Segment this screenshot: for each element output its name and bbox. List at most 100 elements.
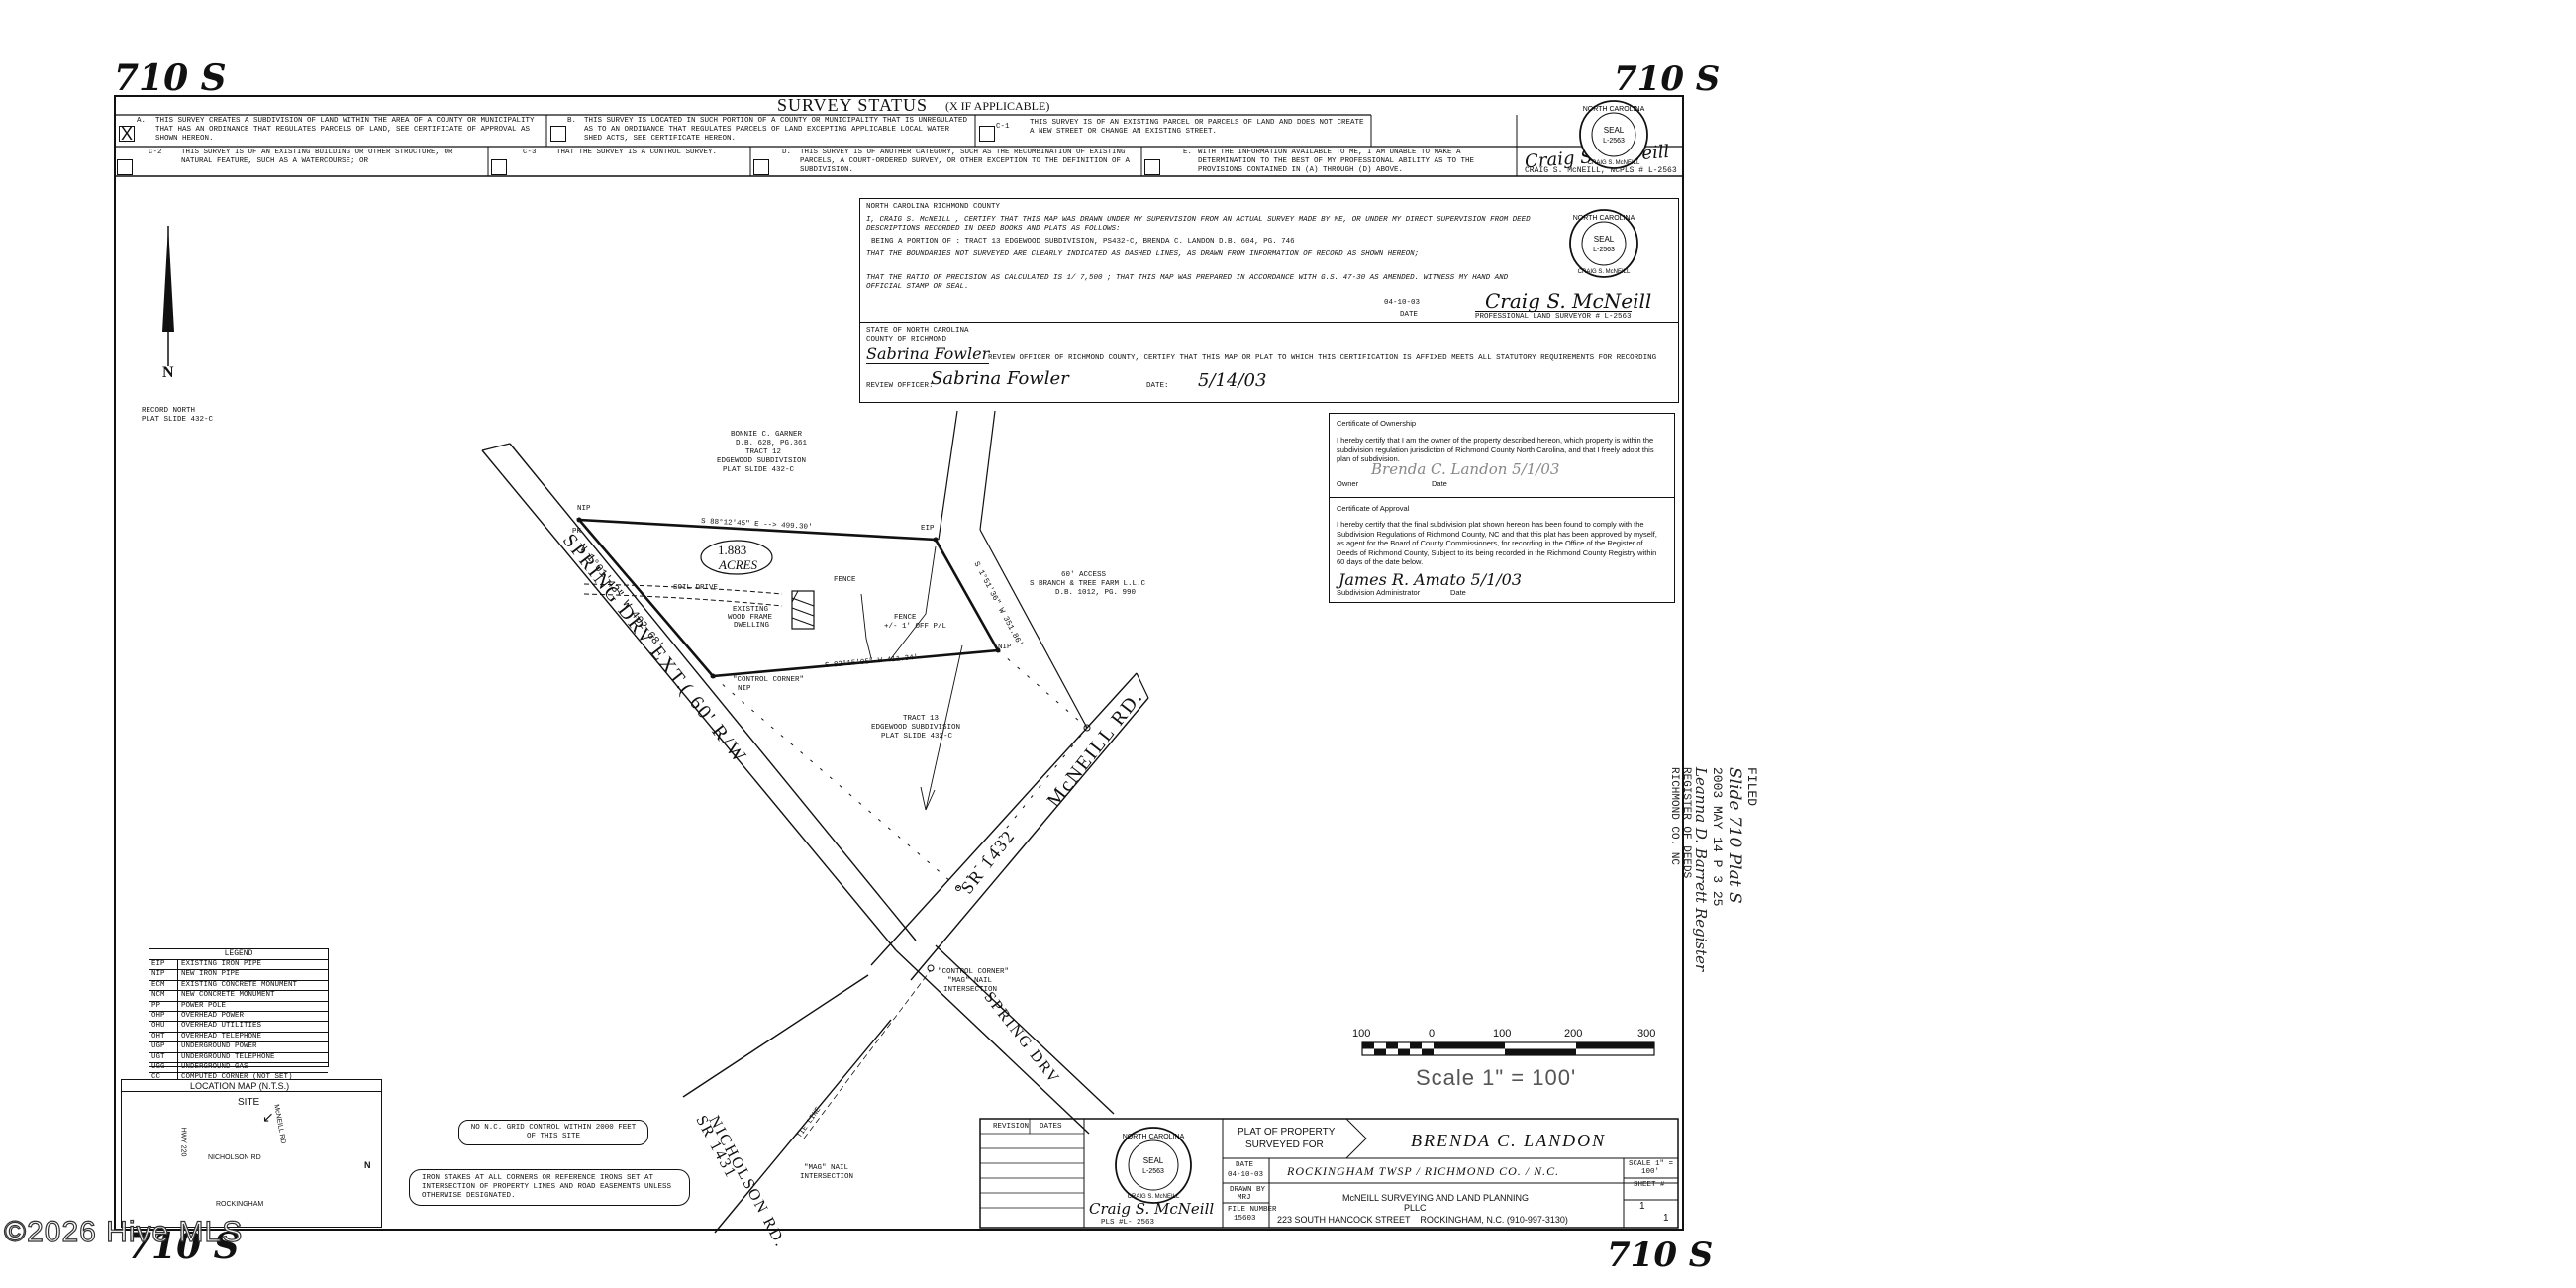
seal-number-text: L-2563 — [1603, 138, 1625, 145]
approval-signature: James R. Amato 5/1/03 — [1338, 570, 1523, 589]
legend-code: NCM — [149, 991, 178, 1001]
fence-top-label: FENCE — [834, 576, 856, 584]
north-arrow-label: N — [162, 364, 174, 381]
pk-label: PK — [572, 528, 582, 536]
legend-description: POWER POLE — [181, 1001, 227, 1010]
drawn-value: MRJ — [1238, 1194, 1251, 1202]
location-line: ROCKINGHAM TWSP / RICHMOND CO. / N.C. — [1287, 1164, 1560, 1178]
legend-description: EXISTING CONCRETE MONUMENT — [181, 980, 298, 989]
location-map-site: SITE — [238, 1097, 260, 1108]
dwelling-label-1: EXISTING — [733, 606, 769, 614]
legend-code: NIP — [149, 970, 178, 980]
checkbox-d — [753, 159, 769, 175]
seal2-number-text: L-2563 — [1593, 247, 1615, 253]
company-address: 223 SOUTH HANCOCK STREET ROCKINGHAM, N.C… — [1277, 1215, 1568, 1225]
tract13-label-1: TRACT 13 — [903, 715, 940, 723]
fence-mid-label: FENCE — [894, 614, 917, 622]
mag-nail-label: "MAG" NAIL — [947, 977, 993, 985]
garner-subdivision: EDGEWOOD SUBDIVISION — [717, 457, 807, 465]
scale-tick-2: 0 — [1429, 1028, 1436, 1040]
checkbox-a: X — [119, 124, 135, 144]
review-county: COUNTY OF RICHMOND — [866, 336, 947, 344]
stamp-line-2: Slide 710 Plat S — [1725, 767, 1744, 904]
stamp-line-5: REGISTER OF DEEDS — [1680, 767, 1692, 879]
review-officer-label: REVIEW OFFICER: — [866, 382, 934, 390]
tract13-label-2: EDGEWOOD SUBDIVISION — [871, 724, 961, 732]
status-e-label: E. — [1183, 149, 1193, 156]
review-date-label: DATE: — [1146, 382, 1169, 390]
approval-title: Certificate of Approval — [1337, 504, 1410, 513]
drawn-label: DRAWN BY — [1230, 1186, 1266, 1194]
access-label-2: S BRANCH & TREE FARM L.L.C — [1030, 580, 1146, 588]
company-suffix: PLLC — [1404, 1203, 1427, 1213]
file-label: FILE NUMBER — [1228, 1206, 1277, 1214]
legend-description: UNDERGROUND POWER — [181, 1042, 257, 1051]
ownership-title: Certificate of Ownership — [1337, 419, 1417, 428]
checkbox-b — [550, 126, 566, 142]
acres-label: ACRES — [719, 557, 757, 572]
seal-top-text: NORTH CAROLINA — [1583, 106, 1645, 113]
legend-description: COMPUTED CORNER (NOT SET) — [181, 1073, 293, 1082]
status-c2-text: THIS SURVEY IS OF AN EXISTING BUILDING O… — [181, 149, 453, 165]
scale-value: 100' — [1641, 1168, 1660, 1176]
status-e-text: WITH THE INFORMATION AVAILABLE TO ME, I … — [1198, 149, 1475, 174]
review-officer-signature: Sabrina Fowler — [931, 368, 1069, 389]
sheet-of: 1 — [1663, 1213, 1669, 1224]
legend-description: UNDERGROUND TELEPHONE — [181, 1052, 275, 1061]
review-state: STATE OF NORTH CAROLINA — [866, 327, 969, 335]
access-label-3: D.B. 1012, PG. 990 — [1055, 589, 1137, 597]
status-c1-text: THIS SURVEY IS OF AN EXISTING PARCEL OR … — [1030, 119, 1364, 136]
approval-admin-label: Subdivision Administrator — [1337, 588, 1421, 597]
status-surveyor-line: CRAIG S. McNEILL, NCPLS # L-2563 — [1525, 166, 1677, 175]
status-c3-text: THAT THE SURVEY IS A CONTROL SURVEY. — [556, 149, 718, 156]
status-d-text: THIS SURVEY IS OF ANOTHER CATEGORY, SUCH… — [800, 149, 1131, 174]
date-label: DATE — [1236, 1161, 1254, 1169]
scale-tick-4: 200 — [1564, 1028, 1583, 1040]
legend-code: OHP — [149, 1011, 178, 1022]
seal3-number-text: L-2563 — [1142, 1168, 1164, 1175]
surveyor-seal-title: NORTH CAROLINA SEAL L-2563 CRAIG S. McNE… — [1115, 1127, 1192, 1204]
revision-label: REVISION — [993, 1123, 1030, 1131]
status-c3-label: C-3 — [523, 149, 537, 156]
soil-drive-label: SOIL DRIVE — [673, 584, 719, 592]
nip-control-label: NIP — [738, 685, 751, 693]
checkbox-a-mark: X — [120, 124, 133, 144]
surveyor-seal-top: NORTH CAROLINA SEAL L-2563 CRAIG S. McNE… — [1579, 100, 1648, 169]
ownership-date-label: Date — [1432, 479, 1447, 488]
dwelling-label-2: WOOD FRAME — [728, 614, 773, 622]
cert-pls-label: PROFESSIONAL LAND SURVEYOR # L-2563 — [1475, 311, 1632, 321]
garner-tract: TRACT 12 — [745, 448, 782, 456]
date-value: 04-10-03 — [1228, 1171, 1264, 1179]
checkbox-c3 — [491, 159, 507, 175]
owner-approval-box — [1329, 413, 1675, 603]
stamp-line-4: Leanna D. Barrett Register — [1692, 767, 1710, 972]
cert-heading: NORTH CAROLINA RICHMOND COUNTY — [866, 203, 1001, 211]
status-c1-label: C-1 — [996, 123, 1010, 131]
ownership-text: I hereby certify that I am the owner of … — [1337, 436, 1654, 463]
company-name: McNEILL SURVEYING AND LAND PLANNING — [1342, 1193, 1530, 1203]
seal3-bottom-text: CRAIG S. McNEILL — [1128, 1194, 1180, 1200]
corner-mark-bottom-left: 710 S — [127, 1226, 240, 1267]
checkbox-e — [1144, 159, 1160, 175]
legend-code: OHT — [149, 1032, 178, 1042]
garner-slide: PLAT SLIDE 432-C — [723, 466, 795, 474]
tract13-label-3: PLAT SLIDE 432-C — [881, 733, 953, 741]
status-a-label: A. — [137, 117, 147, 125]
garner-deed: D.B. 628, PG.361 — [736, 440, 808, 447]
status-a-text: THIS SURVEY CREATES A SUBDIVISION OF LAN… — [155, 117, 535, 143]
ownership-owner-label: Owner — [1337, 479, 1359, 488]
site-pointer-icon: ↙ — [262, 1109, 274, 1125]
legend-code: CC — [149, 1073, 178, 1083]
cert-date-value: 04-10-03 — [1384, 299, 1421, 307]
nip-top-left: NIP — [577, 505, 591, 513]
review-date-value: 5/14/03 — [1198, 370, 1267, 391]
